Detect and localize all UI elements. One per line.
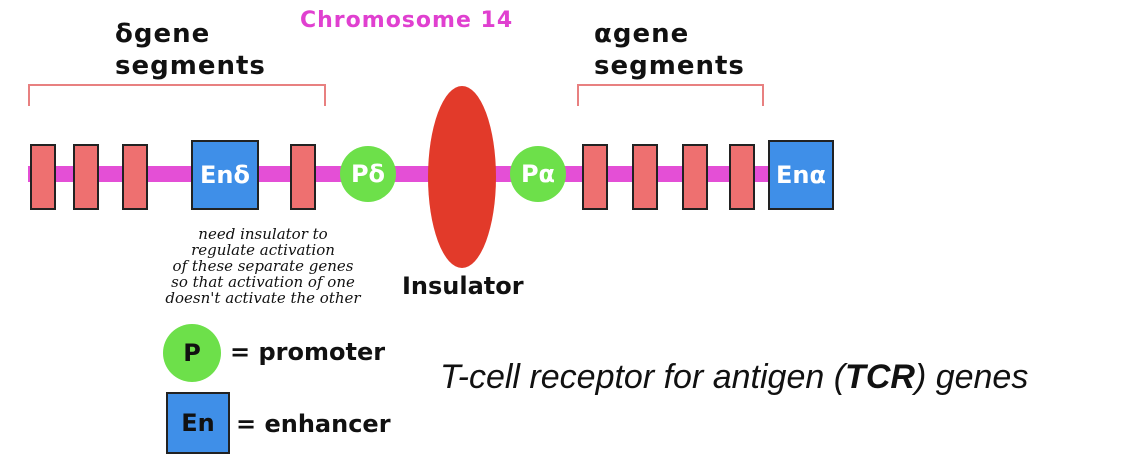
alpha-gene-segment <box>729 144 755 210</box>
delta-label-line1: gene <box>133 19 211 49</box>
note-line: doesn't activate the other <box>165 289 361 307</box>
note-line: regulate activation <box>191 241 335 259</box>
note-line: of these separate genes <box>172 257 354 275</box>
alpha-gene-segment <box>582 144 608 210</box>
delta-promoter: Pδ <box>340 146 396 202</box>
delta-bracket <box>28 84 326 106</box>
legend-promoter-symbol: P <box>163 324 221 382</box>
note-line: need insulator to <box>198 225 328 243</box>
delta-gene-segment <box>30 144 56 210</box>
legend-enhancer-symbol: En <box>166 392 230 454</box>
alpha-label-line2: segments <box>594 51 745 81</box>
legend-promoter-text: = promoter <box>230 338 386 366</box>
caption-after: ) genes <box>914 358 1029 396</box>
alpha-symbol: α <box>594 19 613 49</box>
delta-segments-label: δgene segments <box>115 18 266 82</box>
alpha-enhancer: Enα <box>768 140 834 210</box>
alpha-label-line1: gene <box>612 19 690 49</box>
delta-label-line2: segments <box>115 51 266 81</box>
alpha-gene-segment <box>632 144 658 210</box>
caption-bold: TCR <box>845 358 915 396</box>
delta-symbol: δ <box>115 19 134 49</box>
legend-enhancer-text: = enhancer <box>236 410 391 438</box>
handwritten-note: need insulator to regulate activation of… <box>118 226 408 306</box>
insulator-label: Insulator <box>402 272 524 300</box>
delta-gene-segment <box>73 144 99 210</box>
alpha-segments-label: αgene segments <box>594 18 745 82</box>
insulator-element <box>428 86 496 268</box>
delta-enhancer: Enδ <box>191 140 259 210</box>
chromosome-title: Chromosome 14 <box>300 8 514 33</box>
figure-caption: T-cell receptor for antigen (TCR) genes <box>440 358 1028 397</box>
alpha-bracket <box>577 84 764 106</box>
delta-gene-segment <box>122 144 148 210</box>
alpha-promoter: Pα <box>510 146 566 202</box>
caption-before: T-cell receptor for antigen ( <box>440 358 846 396</box>
alpha-gene-segment <box>682 144 708 210</box>
note-line: so that activation of one <box>171 273 355 291</box>
delta-gene-segment <box>290 144 316 210</box>
